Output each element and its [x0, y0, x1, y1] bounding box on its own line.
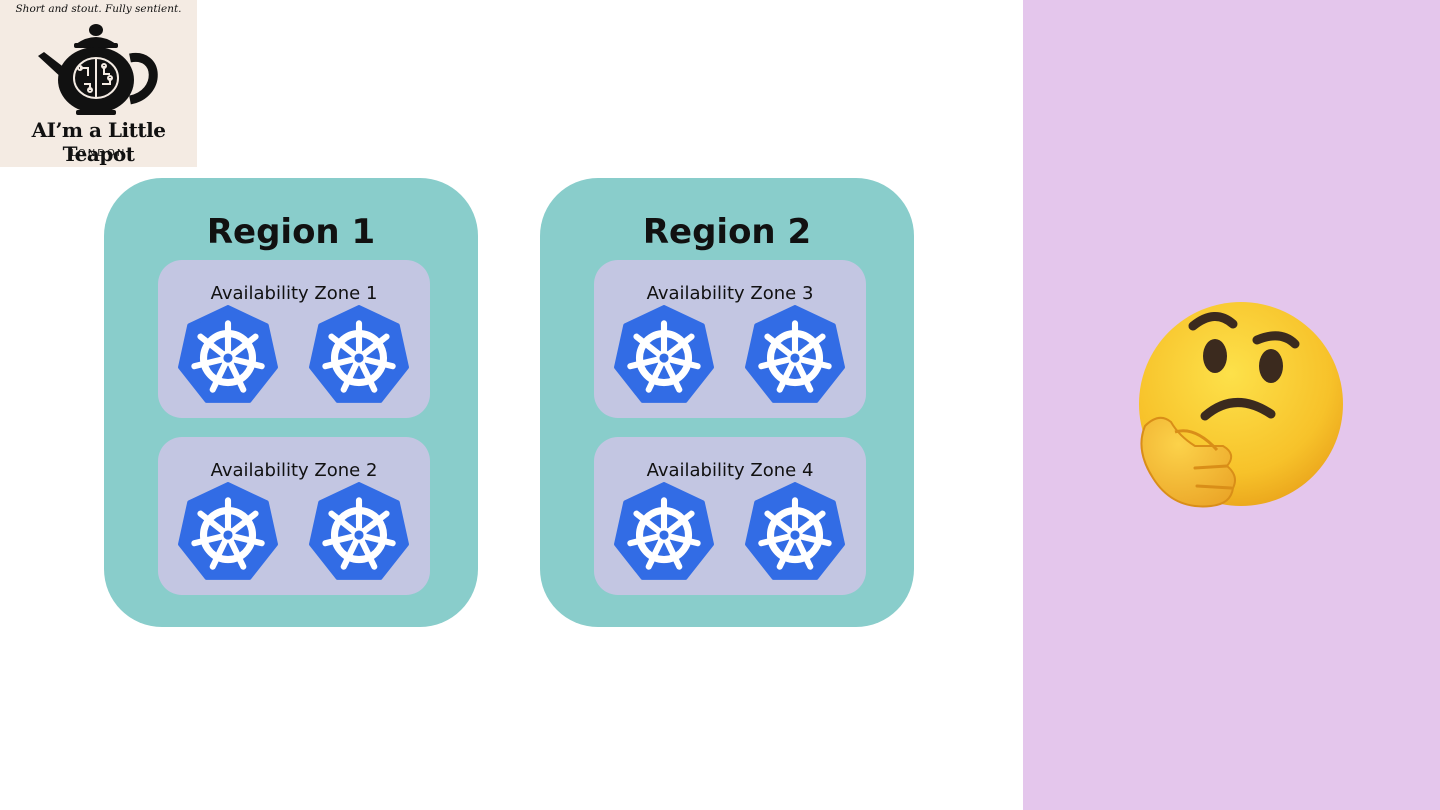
zone-title: Availability Zone 1	[210, 283, 378, 304]
availability-zone-card: Availability Zone 4	[594, 437, 866, 595]
region-card-2: Region 2 Availability Zone 3 Availabilit…	[540, 178, 914, 627]
region-title: Region 2	[642, 212, 812, 252]
region-card-1: Region 1 Availability Zone 1 Availabilit…	[104, 178, 478, 627]
region-title: Region 1	[206, 212, 376, 252]
brand-logo: Short and stout. Fully sentient. AI’m a …	[0, 0, 197, 167]
kubernetes-icon	[613, 305, 715, 407]
teapot-brain-icon	[38, 24, 158, 115]
availability-zone-card: Availability Zone 2	[158, 437, 430, 595]
zone-title: Availability Zone 3	[646, 283, 814, 304]
zone-title: Availability Zone 4	[646, 460, 814, 481]
logo-brand-name: AI’m a Little Teapot	[31, 118, 166, 166]
kubernetes-icon	[308, 305, 410, 407]
logo-tagline: Short and stout. Fully sentient.	[15, 3, 182, 15]
kubernetes-icon	[308, 482, 410, 584]
kubernetes-icon	[177, 305, 279, 407]
availability-zone-card: Availability Zone 3	[594, 260, 866, 418]
kubernetes-icon	[744, 305, 846, 407]
kubernetes-icon	[613, 482, 715, 584]
availability-zone-card: Availability Zone 1	[158, 260, 430, 418]
thinking-face-icon	[1139, 302, 1343, 508]
kubernetes-icon	[744, 482, 846, 584]
logo-city: LONDON	[70, 148, 127, 159]
zone-title: Availability Zone 2	[210, 460, 378, 481]
kubernetes-icon	[177, 482, 279, 584]
